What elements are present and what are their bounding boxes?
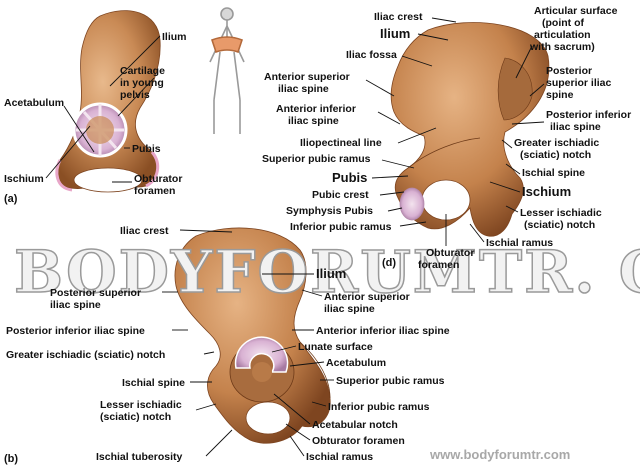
label-c-psis-2: superior iliac (546, 77, 612, 89)
label-b-asis-1: Anterior superior (324, 291, 410, 303)
label-b-greater-notch: Greater ischiadic (sciatic) notch (6, 349, 165, 361)
label-c-pubis: Pubis (332, 170, 367, 185)
label-a-acetabulum: Acetabulum (4, 97, 64, 109)
label-c-articular-2: (point of (542, 17, 584, 29)
panel-b-lunate-surface (234, 336, 289, 373)
panel-label-d: (d) (382, 257, 396, 269)
label-c-sup-pubic-ramus: Superior pubic ramus (262, 153, 371, 165)
label-a-pubis: Pubis (132, 143, 161, 155)
label-c-piis-1: Posterior inferior (546, 109, 631, 121)
label-b-acetabular-notch: Acetabular notch (312, 419, 398, 431)
label-b-ischial-ramus: Ischial ramus (306, 451, 373, 463)
label-c-asis-2: iliac spine (278, 83, 329, 95)
label-b-ischial-spine: Ischial spine (122, 377, 185, 389)
label-a-ischium: Ischium (4, 173, 44, 185)
skeleton-icon (209, 7, 245, 134)
label-c-aiis-2: iliac spine (288, 115, 339, 127)
label-c-obturator-1: Obturator (426, 247, 474, 259)
label-b-acetabulum: Acetabulum (326, 357, 386, 369)
panel-c-labels: Iliac crest Ilium Iliac fossa Articular … (262, 5, 631, 271)
label-c-iliopectineal: Iliopectineal line (300, 137, 382, 149)
label-c-articular-1: Articular surface (534, 5, 618, 17)
label-c-greater-notch-2: (sciatic) notch (520, 149, 591, 161)
label-c-pubic-crest: Pubic crest (312, 189, 369, 201)
label-b-aiis: Anterior inferior iliac spine (316, 325, 450, 337)
label-b-ischial-tuberosity: Ischial tuberosity (96, 451, 183, 463)
label-a-ilium: Ilium (162, 31, 187, 43)
label-b-iliac-crest: Iliac crest (120, 225, 169, 237)
label-c-iliac-fossa: Iliac fossa (346, 49, 397, 61)
watermark-url: www.bodyforumtr.com (429, 447, 570, 462)
panel-a-obturator-foramen (73, 167, 143, 193)
label-c-psis-3: spine (546, 89, 574, 101)
label-c-aiis-1: Anterior inferior (276, 103, 356, 115)
label-b-psis-2: iliac spine (50, 299, 101, 311)
panel-b-obturator-foramen (245, 401, 291, 435)
label-c-iliac-crest: Iliac crest (374, 11, 423, 23)
label-c-symphysis: Symphysis Pubis (286, 205, 373, 217)
label-c-ischial-ramus: Ischial ramus (486, 237, 553, 249)
label-b-lunate: Lunate surface (298, 341, 373, 353)
label-a-cartilage-1: Cartilage (120, 65, 165, 77)
label-a-cartilage-2: in young (120, 77, 164, 89)
label-c-ilium: Ilium (380, 26, 410, 41)
panel-c-symphysis (399, 187, 425, 221)
label-c-greater-notch-1: Greater ischiadic (514, 137, 599, 149)
label-c-lesser-notch-1: Lesser ischiadic (520, 207, 602, 219)
panel-b-labels: Iliac crest Ilium Posterior superior ili… (4, 225, 450, 465)
label-b-psis-1: Posterior superior (50, 287, 141, 299)
label-b-inf-pubic-ramus: Inferior pubic ramus (328, 401, 430, 413)
watermark: BODYFORUMTR. COM (14, 238, 640, 306)
label-b-obturator: Obturator foramen (312, 435, 405, 447)
label-c-inf-pubic-ramus: Inferior pubic ramus (290, 221, 392, 233)
label-c-psis-1: Posterior (546, 65, 592, 77)
label-b-asis-2: iliac spine (324, 303, 375, 315)
label-b-piis: Posterior inferior iliac spine (6, 325, 145, 337)
label-c-obturator-2: foramen (418, 259, 459, 271)
label-c-ischial-spine: Ischial spine (522, 167, 585, 179)
label-c-articular-3: articulation (534, 29, 591, 41)
panel-c-bone (390, 22, 550, 237)
label-c-piis-2: iliac spine (550, 121, 601, 133)
panel-label-a: (a) (4, 193, 18, 205)
label-a-obturator-1: Obturator (134, 173, 182, 185)
label-a-cartilage-3: pelvis (120, 89, 150, 101)
label-b-lesser-notch-2: (sciatic) notch (100, 411, 171, 423)
panel-b-bone (174, 227, 331, 444)
label-c-asis-1: Anterior superior (264, 71, 350, 83)
label-b-ilium: Ilium (316, 266, 346, 281)
panel-a-labels: Ilium Cartilage in young pelvis Acetabul… (4, 31, 187, 205)
label-b-sup-pubic-ramus: Superior pubic ramus (336, 375, 445, 387)
label-c-articular-4: with sacrum) (529, 41, 595, 53)
label-b-lesser-notch-1: Lesser ischiadic (100, 399, 182, 411)
label-c-ischium: Ischium (522, 184, 571, 199)
label-a-obturator-2: foramen (134, 185, 175, 197)
label-c-lesser-notch-2: (sciatic) notch (524, 219, 595, 231)
panel-a-bone (55, 10, 161, 193)
panel-label-b: (b) (4, 453, 18, 465)
